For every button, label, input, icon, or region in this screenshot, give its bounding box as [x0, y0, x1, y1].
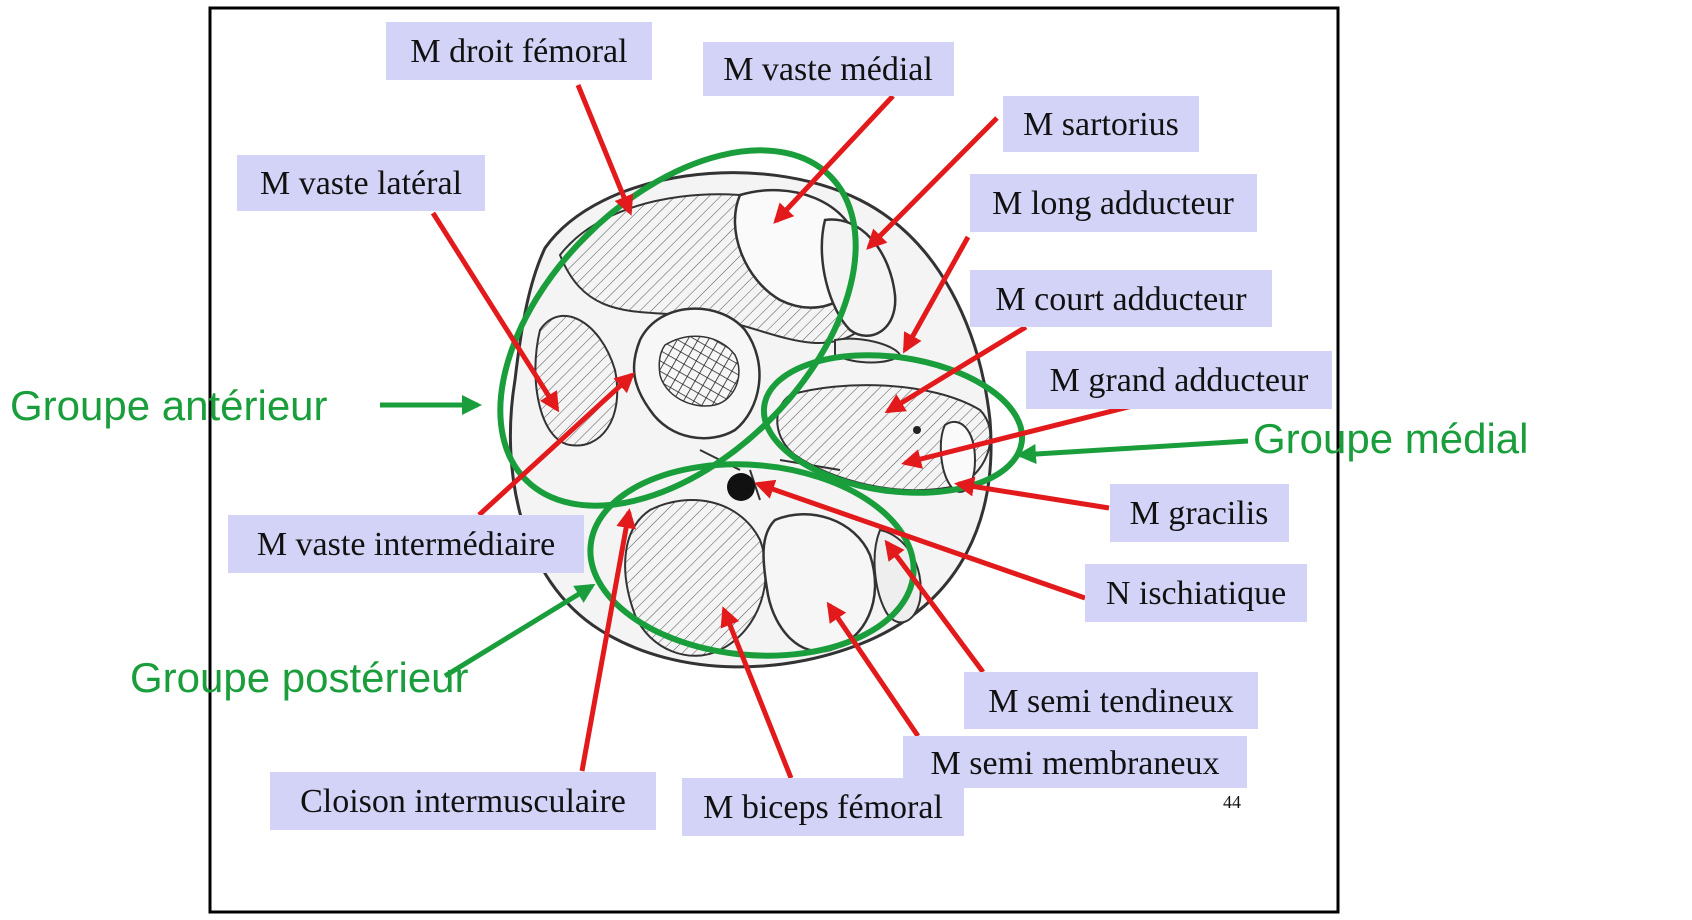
label-groupe-medial: Groupe médial: [1253, 415, 1528, 462]
label-gracilis: M gracilis: [1130, 495, 1269, 532]
label-vaste-lateral: M vaste latéral: [260, 165, 462, 202]
label-vaste-intermediaire: M vaste intermédiaire: [257, 526, 555, 563]
label-droit-femoral: M droit fémoral: [410, 33, 627, 70]
label-groupe-posterieur: Groupe postérieur: [130, 654, 469, 701]
label-long-adducteur: M long adducteur: [992, 185, 1234, 222]
sciatic-nerve-dot: [727, 473, 755, 501]
label-court-adducteur: M court adducteur: [995, 281, 1247, 318]
arrow-droit-femoral: [578, 85, 630, 212]
label-vaste-medial: M vaste médial: [723, 51, 933, 88]
label-semi-tendineux: M semi tendineux: [988, 683, 1234, 720]
page-number: 44: [1223, 792, 1241, 812]
label-semi-membraneux: M semi membraneux: [931, 745, 1220, 782]
label-groupe-anterieur: Groupe antérieur: [10, 382, 328, 429]
label-n-ischiatique: N ischiatique: [1106, 575, 1286, 612]
label-cloison: Cloison intermusculaire: [300, 783, 626, 820]
label-sartorius: M sartorius: [1023, 106, 1179, 143]
label-biceps-femoral: M biceps fémoral: [703, 789, 943, 826]
label-grand-adducteur: M grand adducteur: [1050, 362, 1309, 399]
arrow-groupe-medial: [1020, 441, 1248, 455]
